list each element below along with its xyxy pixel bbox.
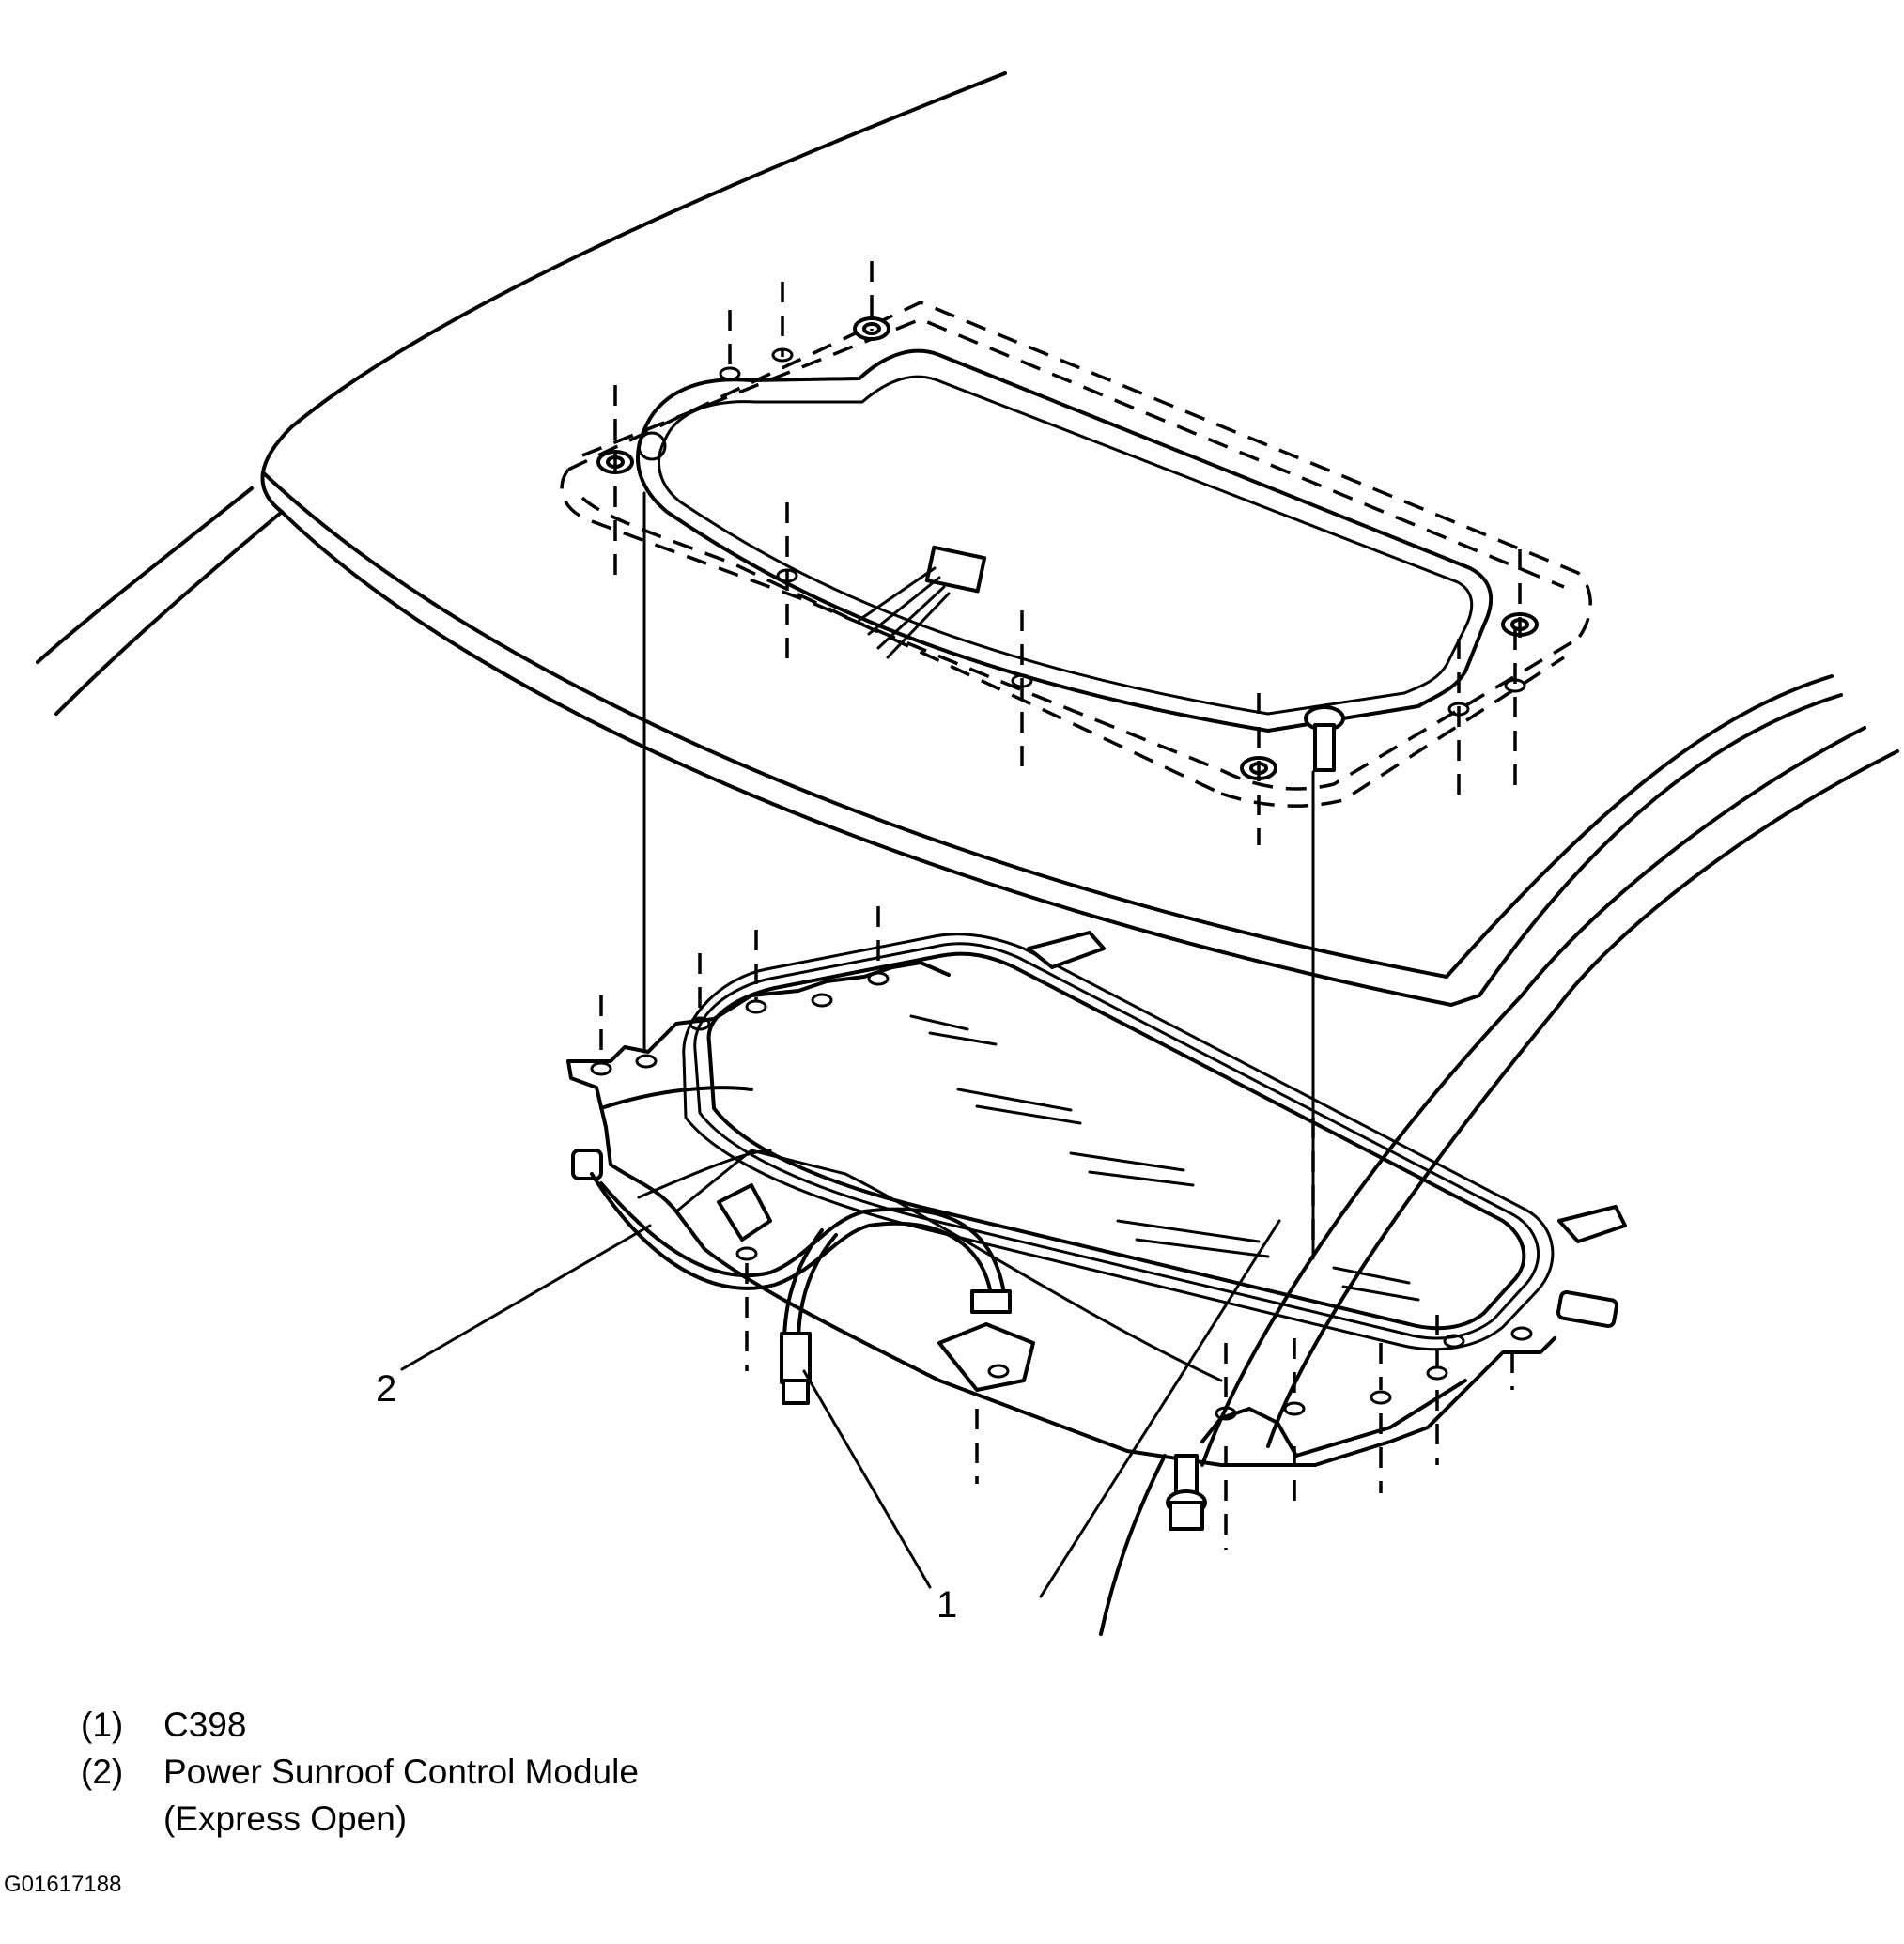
roof-wire-connector [858,545,987,659]
callout-1: 1 [937,1584,957,1626]
leader-lines [400,1219,1281,1598]
mounting-bolt [1166,1454,1207,1531]
frame-holes [590,971,1533,1421]
sunroof-frame [566,961,1556,1467]
callout-2: 2 [376,1368,396,1410]
roof-panel [36,71,1899,1636]
sunroof-exploded-diagram: 1 2 [36,71,1899,1636]
legend-text-line: (Express Open) [163,1799,408,1838]
legend-text-line: C398 [163,1705,247,1744]
alignment-lines [599,261,1522,1550]
legend-text-line: Power Sunroof Control Module [163,1752,639,1791]
figure-id: G01617188 [4,1872,122,1897]
legend-item-1: (1) C398 [81,1702,746,1749]
legend-number: (1) [81,1705,124,1744]
module-harness [590,1172,1012,1405]
roof-stud-pin [1304,705,1345,772]
roof-opening [636,348,1493,733]
legend-number: (2) [81,1752,124,1791]
frame-rails [571,931,1627,1392]
sunroof-glass-panel [682,933,1555,1351]
legend: (1) C398 (2) Power Sunroof Control Modul… [81,1702,746,1843]
legend-item-2: (2) Power Sunroof Control Module (Expres… [81,1749,746,1843]
